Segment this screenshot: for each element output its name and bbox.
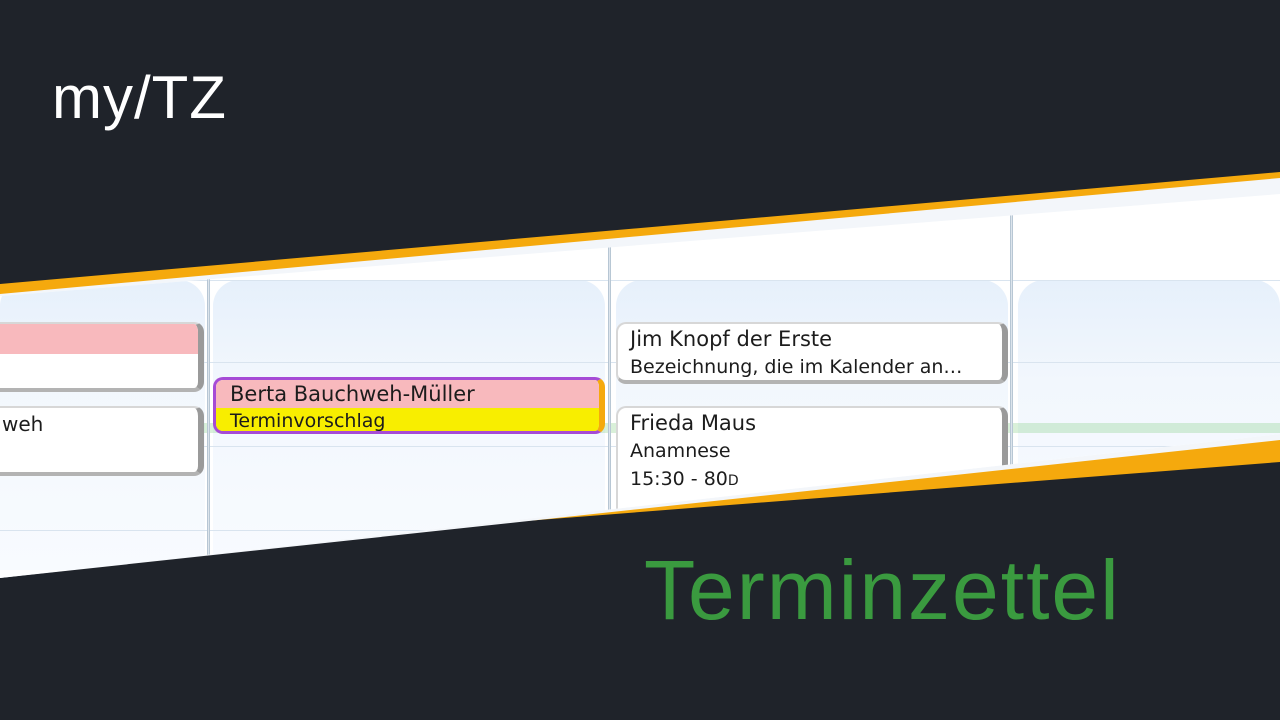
appointment-duration-unit: D [727,473,739,489]
column-separator [608,194,611,578]
column-separator [207,194,210,578]
appointment-proposal-card[interactable]: Berta Bauchweh-Müller Terminvorschlag [213,377,605,434]
hour-line [0,530,1280,531]
appointment-type: Anamnese [630,440,731,462]
appointment-card[interactable]: weh [0,406,204,476]
appointment-card[interactable] [0,322,204,392]
appointment-time: 15:30 - 80D [618,465,1002,495]
appointment-name: weh [2,412,44,436]
appointment-header-band [0,324,198,354]
appointment-description: Bezeichnung, die im Kalender an… [630,356,963,378]
appointment-card[interactable]: Jim Knopf der Erste Bezeichnung, die im … [616,322,1008,384]
appointment-name: Berta Bauchweh-Müller [216,380,599,408]
appointment-name: Frieda Maus [630,411,757,435]
appointment-time-value: 15:30 - 80 [630,468,728,490]
appointment-status: Terminvorschlag [216,408,599,431]
column-separator [1010,194,1013,578]
hour-line [0,280,1280,281]
page-title: Terminzettel [644,543,1121,637]
appointment-name: Jim Knopf der Erste [630,327,833,351]
mytz-logo: my/TZ [52,64,227,131]
